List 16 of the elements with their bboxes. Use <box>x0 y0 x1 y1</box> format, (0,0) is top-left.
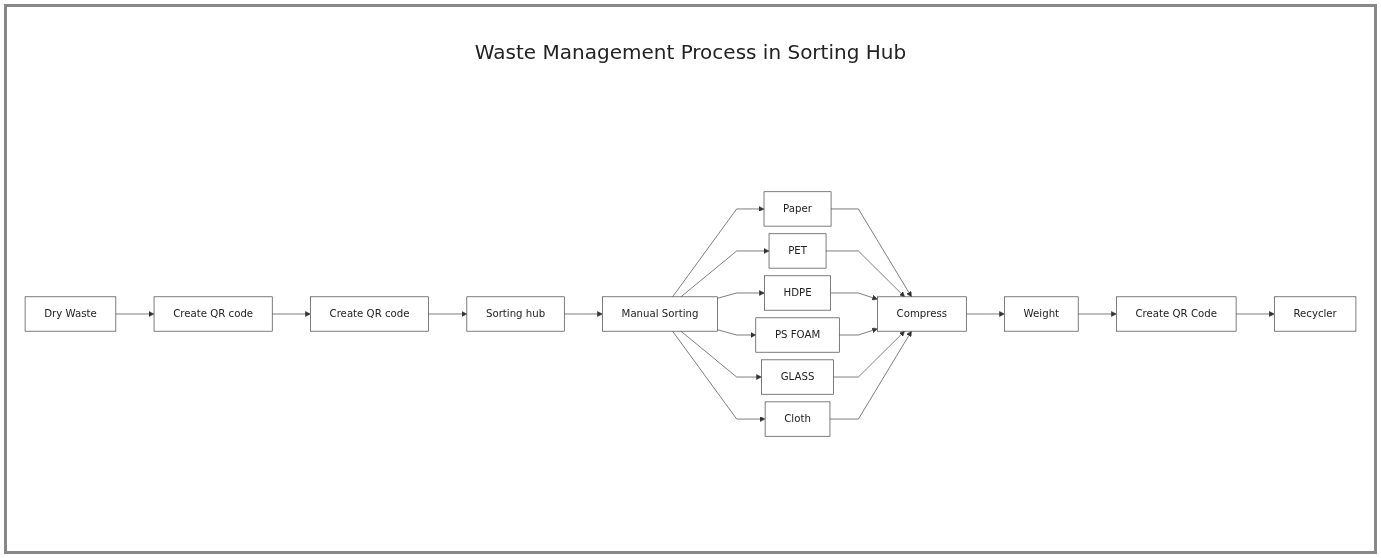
node-box: Sorting hub <box>466 296 565 332</box>
node-box: Dry Waste <box>24 296 117 332</box>
diagram-title: Waste Management Process in Sorting Hub <box>473 40 908 64</box>
node-box: Create QR code <box>310 296 429 332</box>
node-box: Recycler <box>1274 296 1357 332</box>
node-box: Compress <box>877 296 967 332</box>
node-box: PET <box>768 233 827 269</box>
node-box: Paper <box>763 191 832 227</box>
node-box: Weight <box>1004 296 1079 332</box>
node-box: HDPE <box>764 275 831 311</box>
node-box: Create QR code <box>153 296 273 332</box>
node-box: Manual Sorting <box>602 296 718 332</box>
node-box: PS FOAM <box>755 317 840 353</box>
node-box: Create QR Code <box>1116 296 1237 332</box>
node-box: GLASS <box>761 359 834 395</box>
node-box: Cloth <box>764 401 831 437</box>
